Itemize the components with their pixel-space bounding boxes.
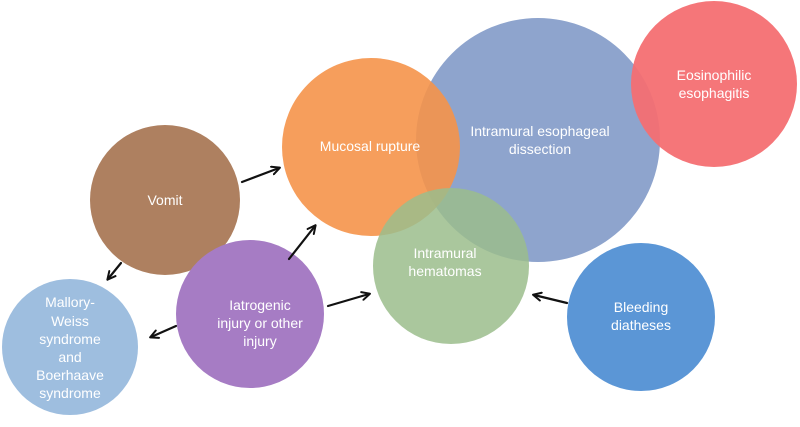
iatrogenic-injury-label: Iatrogenic injury or other injury bbox=[217, 296, 303, 350]
vomit-label: Vomit bbox=[147, 191, 183, 208]
eosinophilic-esophagitis-label: Eosinophilic esophagitis bbox=[676, 66, 752, 101]
vomit-circle bbox=[90, 125, 240, 275]
iatrogenic-injury-circle bbox=[176, 240, 324, 388]
arrow-iatrogenic-to-mallory-weiss bbox=[149, 324, 178, 339]
bleeding-diatheses-label: Bleeding diatheses bbox=[611, 298, 671, 333]
arrow-vomit-to-mallory-weiss bbox=[106, 261, 123, 281]
arrow-iatrogenic-to-intramural-hematomas bbox=[326, 291, 371, 308]
mallory-weiss-boerhaave-label: Mallory- Weiss syndrome and Boerhaave sy… bbox=[36, 294, 104, 402]
intramural-esophageal-dissection-label: Intramural esophageal dissection bbox=[470, 122, 610, 157]
arrow-vomit-to-mucosal-rupture bbox=[240, 165, 281, 184]
arrow-bleeding-diatheses-to-intramural-hematomas bbox=[532, 291, 569, 305]
eosinophilic-esophagitis-circle bbox=[631, 1, 797, 167]
intramural-hematomas-circle bbox=[373, 188, 529, 344]
arrow-iatrogenic-to-mucosal-rupture bbox=[287, 224, 317, 261]
intramural-hematomas-label: Intramural hematomas bbox=[408, 244, 482, 279]
mucosal-rupture-label: Mucosal rupture bbox=[319, 137, 421, 154]
bleeding-diatheses-circle bbox=[567, 243, 715, 391]
mallory-weiss-boerhaave-circle bbox=[2, 279, 138, 415]
mucosal-rupture-circle bbox=[282, 58, 460, 236]
